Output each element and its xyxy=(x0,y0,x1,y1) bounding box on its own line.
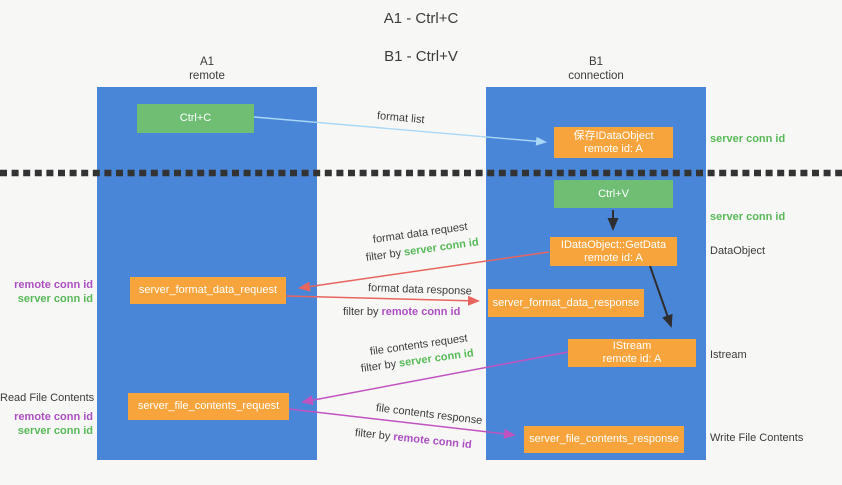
filter-by-prefix: filter by xyxy=(360,358,397,375)
idataobject-getdata-node: IDataObject::GetData remote id: A xyxy=(550,237,677,266)
ctrl-v-label: Ctrl+V xyxy=(598,187,629,200)
lane-a1-subtitle: remote xyxy=(189,70,225,82)
remote-conn-id-key: remote conn id xyxy=(381,306,461,318)
left-label-read-file-contents: Read File Contents xyxy=(0,392,95,404)
remote-conn-id-key: remote conn id xyxy=(392,431,473,452)
title-line-2: B1 - Ctrl+V xyxy=(384,48,458,65)
lane-a1-name: A1 xyxy=(199,56,215,68)
filter-by-prefix: filter by xyxy=(354,427,391,443)
right-label-dataobject: DataObject xyxy=(710,245,766,257)
server-format-data-response-node: server_format_data_response xyxy=(488,289,644,317)
lane-header-a1: A1 remote xyxy=(97,55,317,83)
right-label-istream: Istream xyxy=(710,349,747,361)
format-data-response-label: format data response xyxy=(367,282,473,298)
server-format-data-request-label: server_format_data_request xyxy=(138,284,278,296)
lane-b1-subtitle: connection xyxy=(568,70,624,82)
filter-by-prefix: filter by xyxy=(343,306,379,318)
right-label-server-conn-id-top: server conn id xyxy=(710,133,786,145)
getdata-line2: remote id: A xyxy=(584,251,643,264)
save-idataobject-node: 保存IDataObject remote id: A xyxy=(554,127,673,158)
istream-node: IStream remote id: A xyxy=(568,339,696,367)
server-file-contents-request-node: server_file_contents_request xyxy=(128,393,289,420)
server-format-data-request-node: server_format_data_request xyxy=(130,277,286,304)
diagram-title: A1 - Ctrl+C B1 - Ctrl+V xyxy=(0,9,842,66)
server-format-data-response-label: server_format_data_response xyxy=(492,296,640,309)
getdata-line1: IDataObject::GetData xyxy=(560,238,667,251)
server-file-contents-request-label: server_file_contents_request xyxy=(137,400,280,412)
right-label-write-file-contents: Write File Contents xyxy=(710,432,804,444)
istream-line2: remote id: A xyxy=(602,353,662,365)
format-list-label: format list xyxy=(376,110,426,127)
lane-header-b1: B1 connection xyxy=(486,55,706,83)
right-label-server-conn-id-mid: server conn id xyxy=(710,211,786,223)
left-label-remote-conn-id-file: remote conn id xyxy=(14,411,93,423)
file-contents-response-label: file contents response xyxy=(375,402,483,427)
server-file-contents-response-label: server_file_contents_response xyxy=(529,433,679,445)
ctrl-c-node: Ctrl+C xyxy=(137,104,254,133)
save-idataobject-line1: 保存IDataObject xyxy=(573,129,654,142)
istream-line1: IStream xyxy=(612,340,652,352)
lane-b1-name: B1 xyxy=(588,56,604,68)
left-label-remote-conn-id-format: remote conn id xyxy=(14,279,93,291)
server-file-contents-response-node: server_file_contents_response xyxy=(524,426,684,453)
filter-by-prefix: filter by xyxy=(365,247,402,264)
title-line-1: A1 - Ctrl+C xyxy=(383,10,459,27)
save-idataobject-line2: remote id: A xyxy=(584,142,643,155)
ctrl-v-node: Ctrl+V xyxy=(554,180,673,208)
ctrl-c-label: Ctrl+C xyxy=(179,112,212,124)
left-label-server-conn-id-file: server conn id xyxy=(17,425,93,437)
left-label-server-conn-id-format: server conn id xyxy=(17,293,93,305)
